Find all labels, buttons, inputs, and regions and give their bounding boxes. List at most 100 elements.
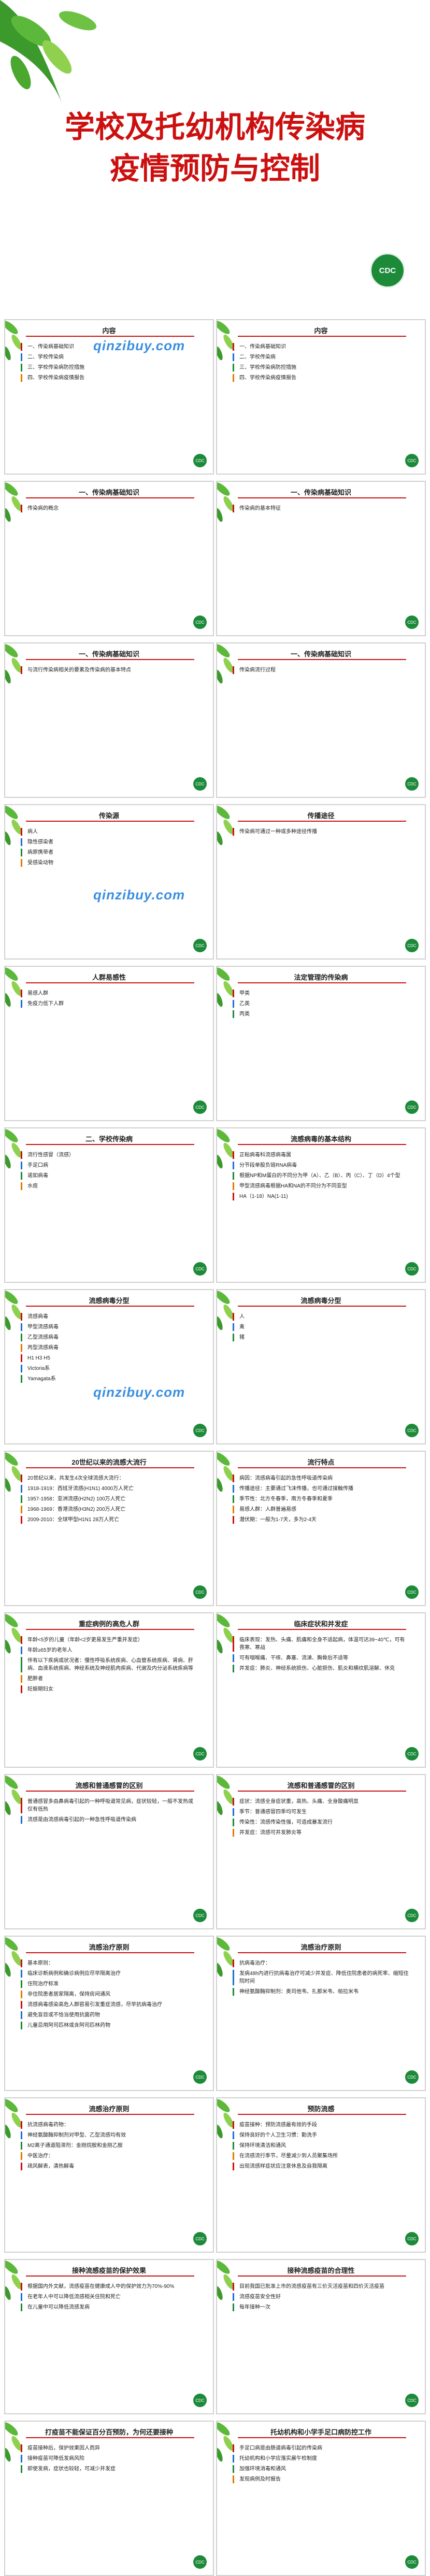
logo-text: CDC: [379, 266, 396, 275]
bullet-item: 三、学校传染病防控措施: [233, 364, 409, 371]
bullet-item: Victoria系: [21, 1365, 197, 1372]
vine-leaf-icon: [217, 2099, 234, 2139]
vine-leaf-icon: [5, 1614, 22, 1654]
bullet-item: 在流感流行季节，尽量减少到人员聚集场所: [233, 2152, 409, 2160]
slide-title: 法定管理的传染病: [294, 974, 348, 981]
bullet-item: 潜伏期：一般为1-7天，多为2-4天: [233, 1516, 409, 1524]
bullet-item: 可有咽喉痛、干咳、鼻塞、流涕、胸骨后不适等: [233, 1654, 409, 1662]
slide-22: 流感治疗原则抗病毒治疗：发病48h内进行抗病毒治疗可减少并发症、降低住院患者的病…: [216, 1936, 426, 2091]
slide-body: 疫苗接种：预防流感最有效的手段保持良好的个人卫生习惯：勤洗手保持环境清洁和通风在…: [233, 2121, 409, 2173]
bullet-item: 1957-1958：亚洲流感(H2N2) 100万人死亡: [21, 1495, 197, 1503]
slide-body: 手足口病是由肠道病毒引起的传染病托幼机构和小学应落实晨午检制度加强环境消毒和通风…: [233, 2444, 409, 2486]
bullet-item: 20世纪以来，共发生4次全球流感大流行：: [21, 1475, 197, 1482]
title-underline: [26, 659, 194, 660]
bullet-item: 易感人群: [21, 990, 197, 997]
bullet-item: 隐性感染者: [21, 838, 197, 846]
cdc-badge-icon: CDC: [193, 1909, 207, 1922]
slide-title: 打疫苗不能保证百分百预防，为何还要接种: [45, 2428, 173, 2436]
slide-body: 传染病可通过一种或多种途径传播: [233, 828, 409, 838]
bullet-item: 并发症：流感可并发肺炎等: [233, 1829, 409, 1837]
title-slide: 学校及托幼机构传染病 疫情预防与控制 CDC: [0, 0, 430, 317]
bullet-item: 神经氨酸酶抑制剂：奥司他韦、扎那米韦、帕拉米韦: [233, 1988, 409, 1996]
slide-body: 年龄<5岁的儿童（年龄<2岁更易发生严重并发症）年龄≥65岁的老年人伴有以下疾病…: [21, 1636, 197, 1696]
bullet-item: 疏风解表，清热解毒: [21, 2163, 197, 2170]
badge-text: CDC: [195, 2236, 205, 2241]
bullet-item: 根据国内外文献，流感疫苗在健康成人中的保护效力为70%-90%: [21, 2283, 197, 2291]
vine-leaf-icon: [217, 482, 234, 522]
bullet-item: 流感病毒: [21, 1313, 197, 1321]
slide-title: 一、传染病基础知识: [290, 489, 351, 496]
vine-leaf-icon: [217, 321, 234, 361]
bullet-item: 受感染动物: [21, 859, 197, 867]
bullet-item: 目前我国已批准上市的流感疫苗有三价灭活疫苗和四价灭活疫苗: [233, 2283, 409, 2291]
bullet-item: 保持环境清洁和通风: [233, 2142, 409, 2150]
slide-title: 重症病例的高危人群: [78, 1620, 139, 1628]
watermark-text: qinzibuy.com: [93, 338, 185, 353]
badge-text: CDC: [407, 943, 417, 948]
title-underline: [238, 659, 406, 660]
badge-text: CDC: [407, 2074, 417, 2080]
slide-27: 打疫苗不能保证百分百预防，为何还要接种疫苗接种后，保护效果因人而异接种疫苗可降低…: [4, 2421, 214, 2576]
bullet-item: 流行性感冒（流感）: [21, 1151, 197, 1159]
bullet-item: 甲型流感病毒根据HA和NA的不同分为不同亚型: [233, 1182, 409, 1190]
vine-leaf-icon: [217, 1129, 234, 1169]
bullet-item: 流感病毒感染高危人群容易引发重症流感，尽早抗病毒治疗: [21, 2001, 197, 2009]
cdc-badge-icon: CDC: [405, 2555, 419, 2569]
bullet-item: 普通感冒多由鼻病毒引起的一种呼吸道常见病，症状较轻，一般不发热或仅有低热: [21, 1798, 197, 1813]
bullet-item: 传染病的基本特征: [233, 505, 409, 512]
slide-8: 传播途径传染病可通过一种或多种途径传播 CDC: [216, 804, 426, 960]
bullet-item: 即使发病，症状也较轻，可减少并发症: [21, 2465, 197, 2473]
cdc-badge-icon: CDC: [405, 2070, 419, 2084]
cdc-badge-icon: CDC: [405, 939, 419, 952]
bullet-item: 二、学校传染病: [233, 353, 409, 361]
slide-17: 重症病例的高危人群年龄<5岁的儿童（年龄<2岁更易发生严重并发症）年龄≥65岁的…: [4, 1612, 214, 1768]
slide-body: 症状：流感全身症状重，高热、头痛、全身酸痛明显季节：普通感冒四季均可发生传染性：…: [233, 1798, 409, 1839]
badge-text: CDC: [195, 2074, 205, 2080]
slide-title: 流感治疗原则: [89, 2105, 130, 2113]
badge-text: CDC: [195, 1428, 205, 1433]
slide-body: 传染病的基本特征: [233, 505, 409, 515]
badge-text: CDC: [407, 458, 417, 463]
bullet-item: 手足口病是由肠道病毒引起的传染病: [233, 2444, 409, 2452]
slide-24: 预防流感疫苗接种：预防流感最有效的手段保持良好的个人卫生习惯：勤洗手保持环境清洁…: [216, 2097, 426, 2253]
vine-leaf-icon: [217, 1776, 234, 1815]
bullet-item: 神经氨酸酶抑制剂对甲型、乙型流感均有效: [21, 2131, 197, 2139]
slide-body: 病因：流感病毒引起的急性呼吸道传染病传播途径：主要通过飞沫传播，也可通过接触传播…: [233, 1475, 409, 1526]
title-underline: [238, 1791, 406, 1792]
bullet-item: HA（1-18）NA(1-11): [233, 1193, 409, 1200]
watermark-text: qinzibuy.com: [93, 1384, 185, 1400]
bullet-item: 避免盲目或不恰当使用抗菌药物: [21, 2011, 197, 2019]
bullet-item: 临床诊断病例和确诊病例应尽早隔离治疗: [21, 1970, 197, 1978]
slide-title: 传播途径: [307, 812, 335, 820]
badge-text: CDC: [407, 2398, 417, 2403]
slide-body: 一、传染病基础知识二、学校传染病三、学校传染病防控措施四、学校传染病疫情报告: [21, 343, 197, 384]
slide-18: 临床症状和并发症临床表现：发热、头痛、肌痛和全身不适起病，体温可达39~40℃，…: [216, 1612, 426, 1768]
cdc-badge-icon: CDC: [193, 939, 207, 952]
bullet-item: 抗流感病毒药物：: [21, 2121, 197, 2129]
bullet-item: 发现病例及时报告: [233, 2475, 409, 2483]
cdc-badge-icon: CDC: [193, 1747, 207, 1761]
vine-leaf-icon: [217, 644, 234, 684]
vine-leaf-icon: [5, 1937, 22, 1977]
bullet-item: 住院治疗标准: [21, 1980, 197, 1988]
badge-text: CDC: [195, 458, 205, 463]
cdc-badge-icon: CDC: [193, 2232, 207, 2245]
slide-body: 与流行传染病相关的要素及传染病的基本特点: [21, 666, 197, 677]
badge-text: CDC: [407, 781, 417, 786]
bullet-item: 四、学校传染病疫情报告: [233, 374, 409, 382]
cdc-badge-icon: CDC: [193, 777, 207, 791]
badge-text: CDC: [195, 620, 205, 625]
bullet-item: 2009-2010：全球甲型H1N1 28万人死亡: [21, 1516, 197, 1524]
vine-leaf-icon: [5, 644, 22, 684]
title-underline: [238, 336, 406, 337]
slide-12: 流感病毒的基本结构正粘病毒科流感病毒属分节段单股负链RNA病毒根据NP和M蛋白的…: [216, 1127, 426, 1283]
slide-body: 目前我国已批准上市的流感疫苗有三价灭活疫苗和四价灭活疫苗流感疫苗安全性好每年接种…: [233, 2283, 409, 2314]
cdc-badge-icon: CDC: [193, 2070, 207, 2084]
bullet-item: 抗病毒治疗：: [233, 1959, 409, 1967]
slide-body: 流行性感冒（流感）手足口病诺如病毒水痘: [21, 1151, 197, 1193]
